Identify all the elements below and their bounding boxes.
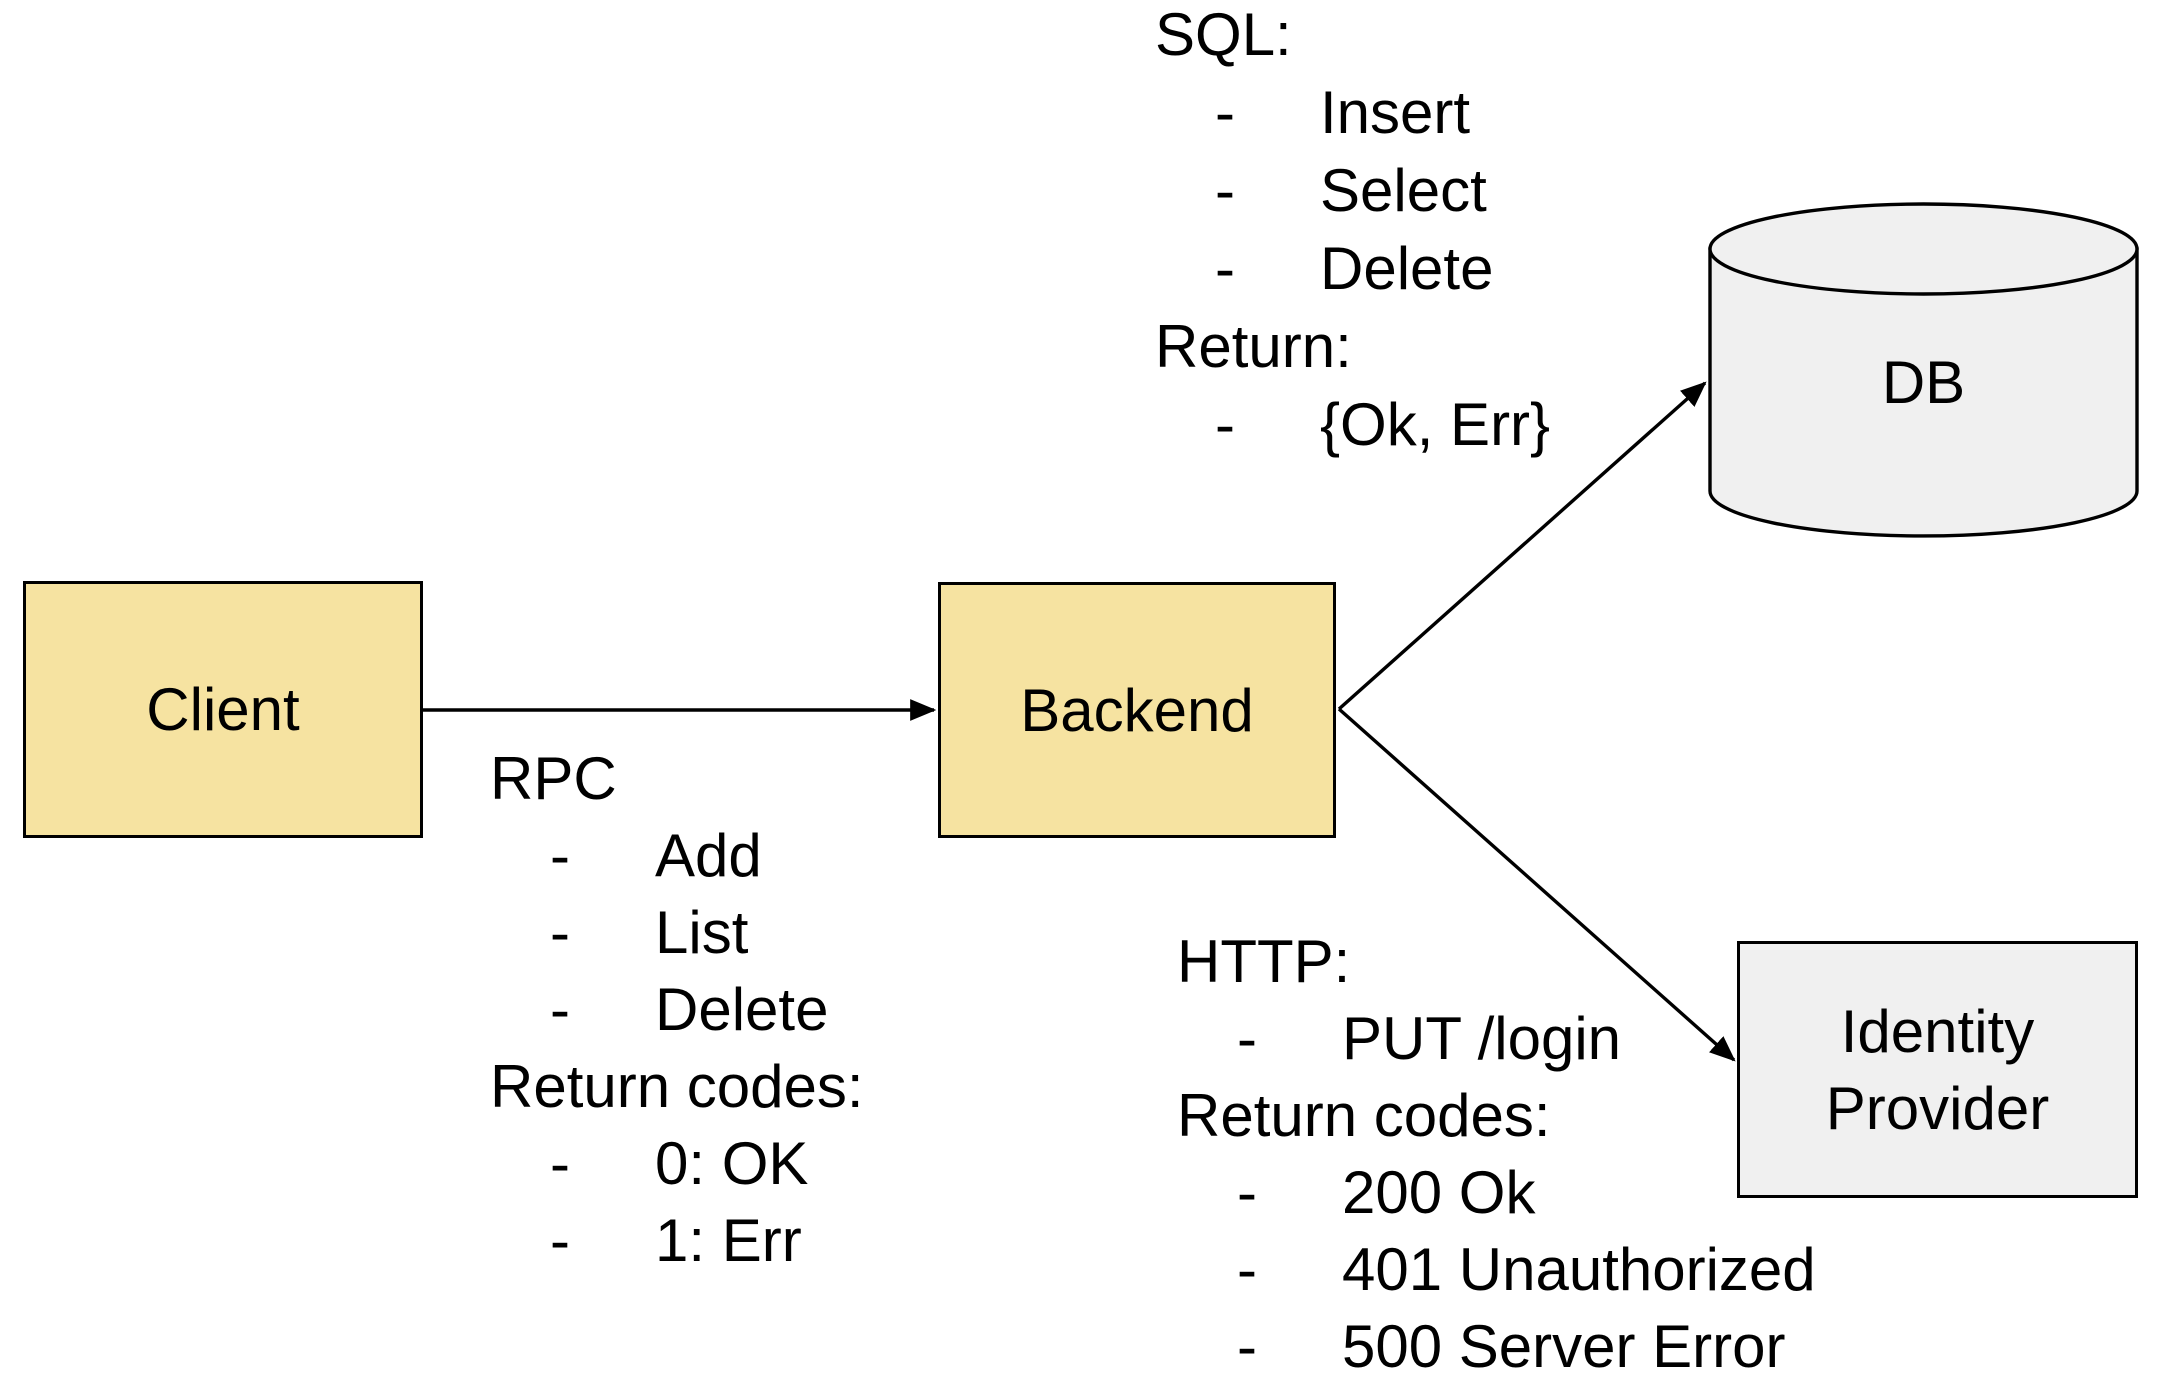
http-annotation-block: HTTP: -PUT /login Return codes: -200 Ok … — [1177, 923, 1816, 1385]
http-annotation-item: - 401 Unauthorized — [1177, 1231, 1816, 1308]
db-node-label: DB — [1881, 349, 1966, 416]
http-item-text: 500 Server Error — [1342, 1313, 1786, 1380]
rpc-item-text: Add — [655, 822, 762, 889]
bullet-dash: - — [550, 1130, 570, 1197]
bullet-dash: - — [1237, 1313, 1257, 1380]
http-item-text: PUT /login — [1342, 1005, 1622, 1072]
rpc-annotation-item: - 1: Err — [490, 1202, 864, 1279]
sql-item-text: Select — [1320, 157, 1487, 224]
sql-annotation-subtitle: Return: — [1155, 313, 1352, 380]
sql-item-text: {Ok, Err} — [1320, 391, 1551, 458]
rpc-annotation-item: - Add — [490, 817, 864, 894]
identity-provider-node: Identity Provider — [1737, 941, 2138, 1198]
backend-node-label: Backend — [1020, 676, 1254, 744]
bullet-dash: - — [1237, 1159, 1257, 1226]
rpc-annotation-item: - Delete — [490, 971, 864, 1048]
backend-node: Backend — [938, 582, 1336, 838]
rpc-annotation-block: RPC - Add - List - Delete Return codes: - 0:… — [490, 740, 864, 1279]
client-node: Client — [23, 581, 423, 838]
identity-provider-label-line1: Identity — [1840, 997, 2035, 1065]
bullet-dash: - — [1215, 235, 1235, 302]
rpc-item-text: 0: OK — [655, 1130, 809, 1197]
bullet-dash: - — [1215, 79, 1235, 146]
bullet-dash: - — [550, 899, 570, 966]
rpc-annotation-title: RPC — [490, 745, 617, 812]
bullet-dash: - — [1237, 1005, 1257, 1072]
sql-item-text: Insert — [1320, 79, 1471, 146]
http-annotation-item: - 500 Server Error — [1177, 1308, 1816, 1385]
bullet-dash: - — [550, 822, 570, 889]
bullet-dash: - — [550, 1207, 570, 1274]
sql-item-text: Delete — [1320, 235, 1494, 302]
http-item-text: 200 Ok — [1342, 1159, 1536, 1226]
rpc-annotation-item: - List — [490, 894, 864, 971]
bullet-dash: - — [1237, 1236, 1257, 1303]
bullet-dash: - — [550, 976, 570, 1043]
bullet-dash: - — [1215, 391, 1235, 458]
sql-annotation-title: SQL: — [1155, 1, 1292, 68]
bullet-dash: - — [1215, 157, 1235, 224]
rpc-annotation-subtitle: Return codes: — [490, 1053, 864, 1120]
rpc-item-text: Delete — [655, 976, 829, 1043]
http-annotation-subtitle: Return codes: — [1177, 1082, 1551, 1149]
sql-annotation-item: - {Ok, Err} — [1155, 386, 1550, 464]
sql-annotation-item: - Delete — [1155, 230, 1550, 308]
client-node-label: Client — [146, 676, 300, 743]
sql-annotation-item: - Select — [1155, 152, 1550, 230]
http-annotation-title: HTTP: — [1177, 928, 1351, 995]
sql-annotation-item: - Insert — [1155, 74, 1550, 152]
rpc-annotation-item: - 0: OK — [490, 1125, 864, 1202]
rpc-item-text: List — [655, 899, 749, 966]
sql-annotation-block: SQL: - Insert - Select - Delete Return: - {O… — [1155, 0, 1550, 464]
rpc-item-text: 1: Err — [655, 1207, 802, 1274]
http-annotation-item: - 200 Ok — [1177, 1154, 1816, 1231]
http-item-text: 401 Unauthorized — [1342, 1236, 1816, 1303]
identity-provider-label-line2: Provider — [1825, 1074, 2050, 1142]
http-annotation-item: - PUT /login — [1177, 1000, 1816, 1077]
